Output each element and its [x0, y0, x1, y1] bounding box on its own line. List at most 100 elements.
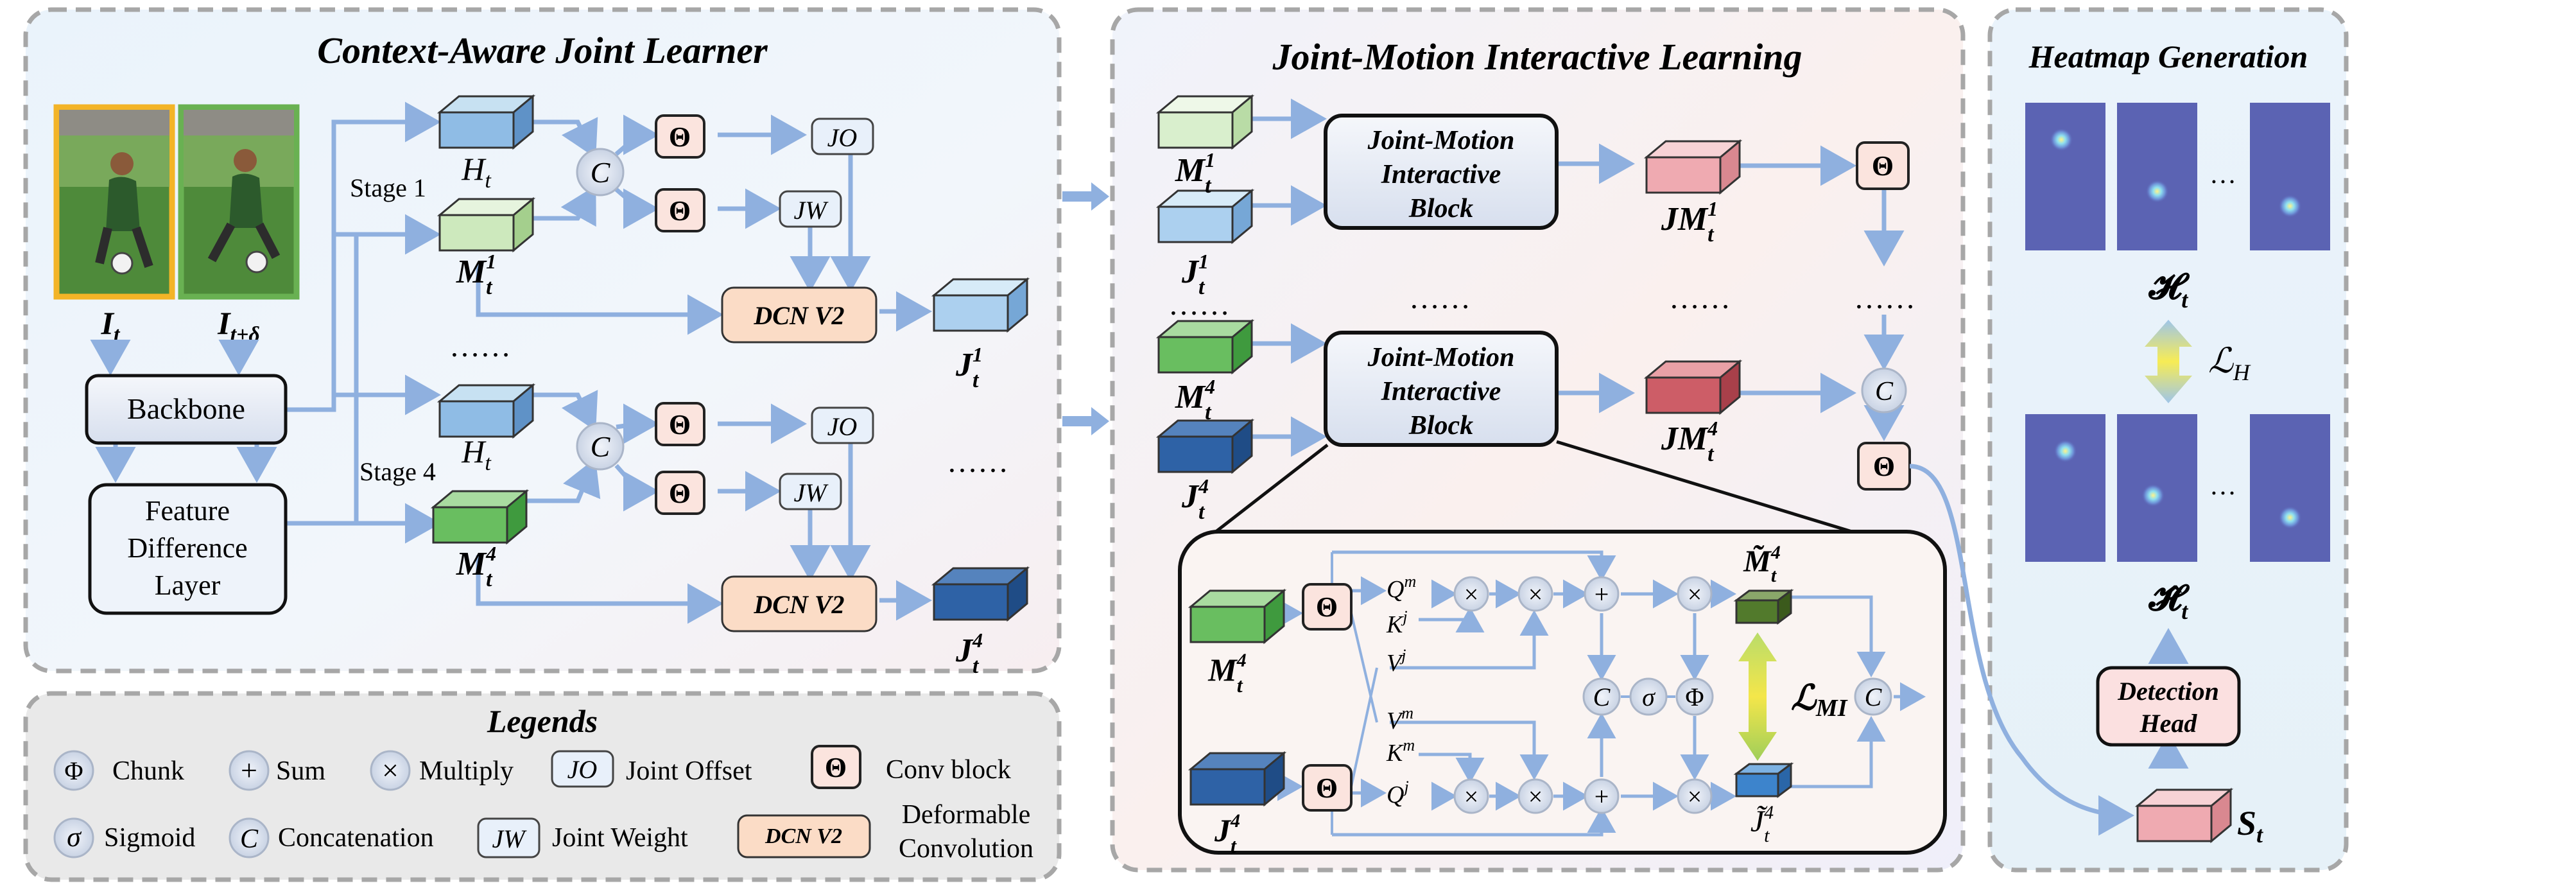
int-dots-jm: …… [1669, 281, 1731, 315]
s-t-sub: t [2256, 822, 2263, 848]
int-conv-bottom-symbol: Θ [1873, 451, 1895, 482]
h-t-sub-4: t [485, 451, 492, 475]
legend-conv-symbol: Θ [825, 752, 847, 783]
svg-text:M4t: M4t [1175, 375, 1215, 424]
svg-text:ℒMI: ℒMI [1791, 679, 1848, 722]
legend-sigmoid-symbol: σ [67, 821, 82, 853]
int-j4-sup: 4 [1198, 474, 1209, 498]
cube-s-t [2134, 787, 2234, 844]
concat-symbol-1: C [591, 156, 611, 189]
jmi-block-1-line-3: Block [1408, 194, 1473, 223]
cube-j-t-1 [931, 277, 1030, 333]
qj-label: Q [1387, 781, 1404, 808]
op-concat-right: C [1854, 677, 1892, 716]
loss-h-arrow [2145, 320, 2192, 403]
jm1-label: JM [1661, 201, 1709, 238]
panel-interactive-title: Joint-Motion Interactive Learning [1272, 36, 1802, 78]
jo-box-4: JO [811, 406, 874, 444]
fdl-line-2: Difference [127, 532, 247, 564]
concat-symbol-4: C [591, 430, 611, 463]
jm1-sup: 1 [1707, 197, 1718, 220]
stage-dots: …… [449, 329, 511, 363]
detail-conv-j: Θ [1302, 764, 1353, 812]
legend-jw-icon [477, 817, 540, 858]
m-t-sub-4: t [486, 568, 493, 591]
legend-sigmoid-icon [53, 817, 94, 858]
jmi-block-4-line-3: Block [1408, 411, 1473, 440]
stage-4-label: Stage 4 [359, 457, 436, 486]
jm4-sub: t [1707, 442, 1715, 466]
cube-m-t-stage4 [430, 489, 530, 545]
j-tilde-sup: 4 [1764, 802, 1774, 823]
legend-sum-icon [229, 750, 270, 791]
concat-op-stage1: C [576, 148, 625, 196]
interactive-arrows [1242, 98, 1905, 457]
loss-mi-arrow [1738, 632, 1777, 761]
detail-m4-label: M [1207, 652, 1238, 688]
detection-head-box: Detection Head [2096, 666, 2241, 747]
legend-concat-text: Concatenation [278, 823, 434, 853]
legend-sum-text: Sum [276, 756, 325, 786]
svg-text:M4t: M4t [456, 542, 496, 591]
legend-jo-symbol: JO [567, 755, 598, 784]
dcn-box-1: DCN V2 [721, 286, 877, 344]
op-chunk-sym: Φ [1685, 683, 1704, 711]
j-t-sup-1: 1 [972, 343, 983, 366]
int-conv-top-symbol: Θ [1872, 150, 1894, 182]
svg-text:J4t: J4t [1181, 474, 1209, 524]
detection-head-line-2: Head [2139, 709, 2198, 738]
heatmap-hotspot [2141, 483, 2165, 507]
op-mult-top-1: × [1453, 576, 1489, 612]
detail-conv-m-symbol: Θ [1316, 591, 1338, 623]
j-t-sub-4: t [972, 654, 980, 678]
int-j1-sup: 1 [1198, 250, 1209, 273]
jm4-sup: 4 [1707, 417, 1718, 440]
jmi-block-1: Joint-Motion Interactive Block [1324, 114, 1559, 230]
op-chunk: Φ [1675, 677, 1714, 716]
panel-transition-arrows [1062, 182, 1109, 435]
svg-text:It: It [101, 305, 121, 347]
kj-label: K [1386, 611, 1404, 638]
jm4-label: JM [1661, 421, 1709, 457]
legend-dcn-text-1: Deformable [902, 800, 1031, 830]
detail-arrows [1277, 550, 1926, 837]
jmi-block-4-line-2: Interactive [1381, 377, 1501, 406]
m-t-sup-4: 4 [485, 542, 496, 565]
detail-qkv-labels: Qm Kj Vj Vm Km Qj [1386, 572, 1416, 808]
cube-j-t-4 [931, 566, 1030, 622]
op-mult-bot-1-sym: × [1464, 782, 1479, 811]
legend-concat-icon [229, 817, 270, 858]
frame-label-t: I [101, 305, 115, 341]
qm-sup: m [1404, 572, 1416, 591]
detail-conv-m: Θ [1302, 583, 1353, 631]
vm-label: V [1387, 708, 1404, 735]
loss-h-label: ℒ [2208, 342, 2234, 380]
legend-chunk-symbol: Φ [64, 756, 83, 785]
h-t-sub-1: t [485, 169, 492, 193]
jmi-block-4-line-1: Joint-Motion [1367, 343, 1515, 372]
m-tilde-sup: 4 [1770, 542, 1781, 563]
vm-sup: m [1401, 704, 1413, 722]
feature-difference-layer-box: Feature Difference Layer [88, 483, 288, 615]
j-t-label-1: J [955, 347, 974, 383]
svg-text:J1t: J1t [1181, 250, 1209, 299]
vj-sup: j [1399, 646, 1406, 665]
op-mult-top-2-sym: × [1528, 580, 1543, 609]
op-mult-bot-1: × [1453, 778, 1489, 814]
svg-text:Kj: Kj [1386, 607, 1408, 638]
loss-mi-sub: MI [1815, 695, 1848, 722]
detail-ops: × × + × × × + × C σ Φ C [1453, 576, 1892, 814]
detail-j4-sup: 4 [1230, 810, 1240, 831]
fdl-line-3: Layer [155, 570, 221, 601]
jm1-sub: t [1707, 223, 1715, 247]
cube-h-t-stage4 [437, 383, 536, 439]
heatmap-hotspot [2053, 439, 2077, 463]
op-mult-top-3: × [1677, 576, 1713, 612]
int-dots-left: …… [1168, 288, 1230, 322]
cube-m1-left [1155, 94, 1255, 150]
backbone-label: Backbone [127, 392, 245, 425]
heatmap-hotspot [2050, 128, 2073, 152]
svg-text:ℒH: ℒH [2208, 342, 2251, 385]
svg-text:Vj: Vj [1387, 646, 1406, 677]
